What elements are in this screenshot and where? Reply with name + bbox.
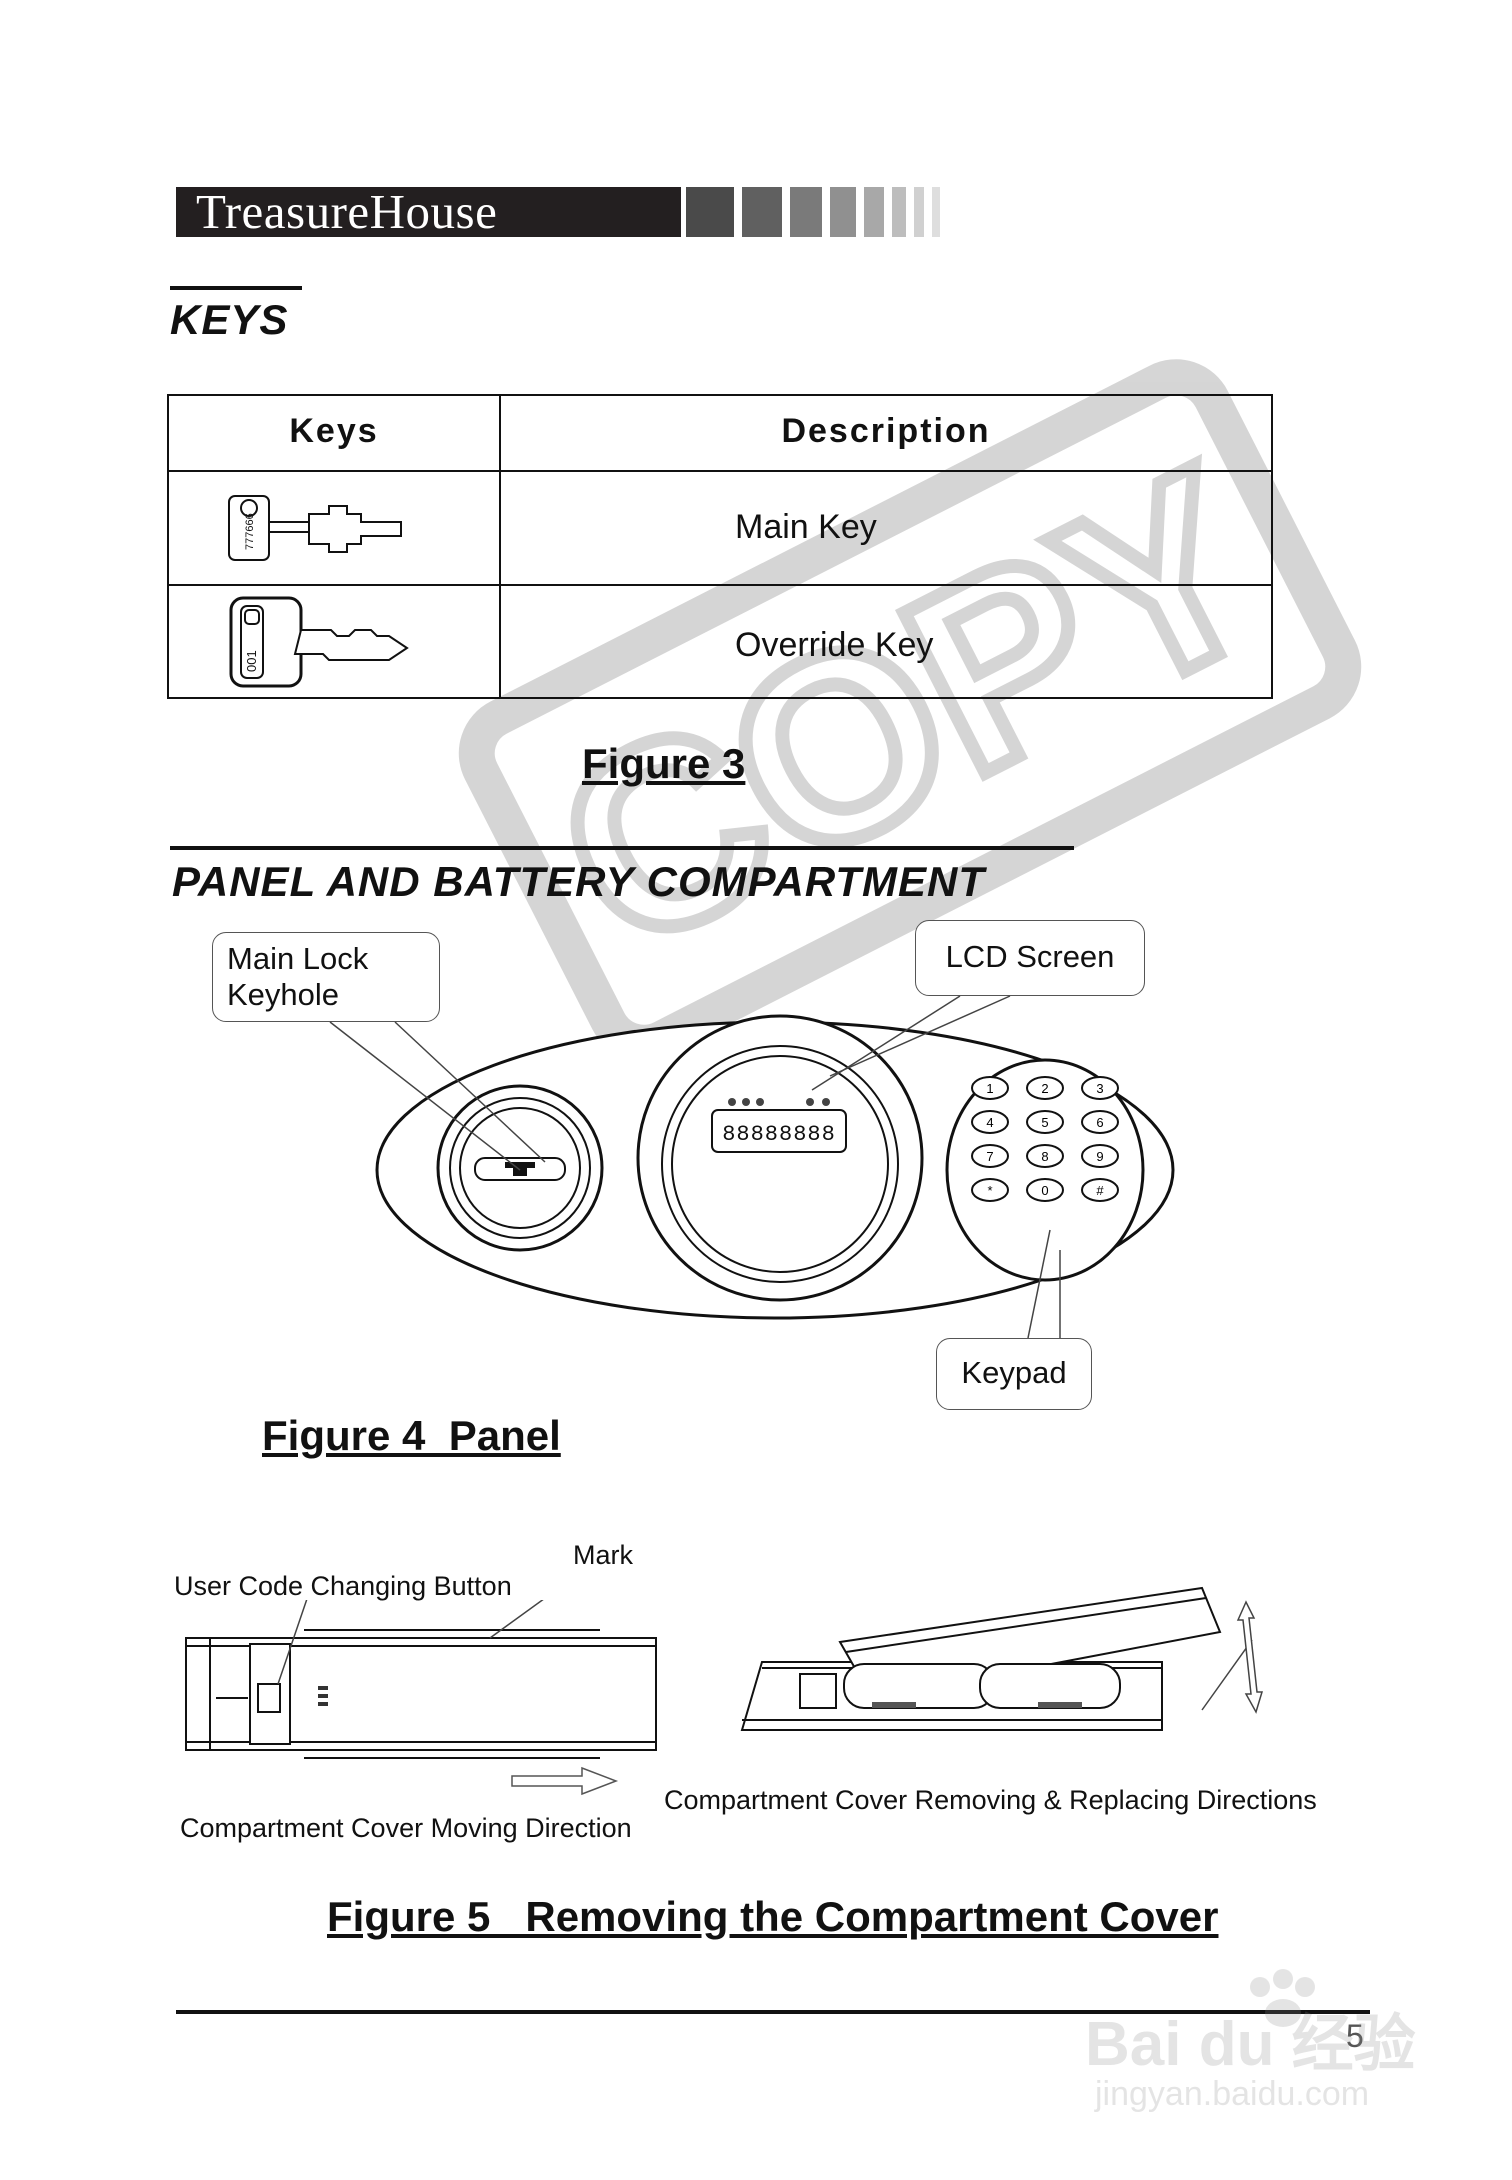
keypad-key-button[interactable] bbox=[1081, 1076, 1119, 1100]
column-header-keys: Keys bbox=[289, 412, 379, 450]
keypad-key-label: # bbox=[1096, 1183, 1104, 1198]
callout-main-lock-keyhole: Main Lock Keyhole bbox=[212, 932, 440, 1022]
keypad-key-label: 4 bbox=[986, 1115, 993, 1130]
svg-text:777666: 777666 bbox=[244, 513, 256, 550]
header-stripe bbox=[742, 187, 782, 237]
keypad-key-button[interactable] bbox=[1081, 1178, 1119, 1202]
table-column-divider bbox=[499, 396, 501, 697]
header-stripe bbox=[914, 187, 924, 237]
header-stripe bbox=[932, 187, 940, 237]
keypad-key-button[interactable] bbox=[1026, 1144, 1064, 1168]
panel-heading: PANEL AND BATTERY COMPARTMENT bbox=[172, 858, 986, 905]
column-header-description: Description bbox=[781, 412, 991, 450]
figure-4-caption: Figure 4 Panel bbox=[262, 1412, 561, 1459]
keypad-key-button[interactable] bbox=[971, 1076, 1009, 1100]
keypad-key-label: 3 bbox=[1096, 1081, 1103, 1096]
header-stripe bbox=[790, 187, 822, 237]
keypad-key-button[interactable] bbox=[1081, 1110, 1119, 1134]
svg-text:88888888: 88888888 bbox=[722, 1122, 836, 1147]
header-stripe bbox=[686, 187, 734, 237]
override-key-icon: 001 bbox=[229, 596, 409, 688]
description-main-key: Main Key bbox=[735, 508, 877, 546]
main-key-icon: 777666 bbox=[228, 495, 402, 561]
panel-heading-rule bbox=[170, 846, 1074, 850]
keypad-key-label: * bbox=[987, 1183, 992, 1198]
copy-watermark-stamp: COPY bbox=[458, 359, 1362, 1061]
baidu-jingyan-watermark: Bai du 经验 jingyan.baidu.com bbox=[1085, 1969, 1416, 2113]
keypad-key-label: 9 bbox=[1096, 1149, 1103, 1164]
keypad-key-button[interactable] bbox=[971, 1178, 1009, 1202]
svg-text:jingyan.baidu.com: jingyan.baidu.com bbox=[1094, 2075, 1369, 2113]
svg-text:001: 001 bbox=[244, 650, 259, 672]
lcd-screen bbox=[711, 1109, 847, 1153]
brand-logo-text: TreasureHouse bbox=[196, 184, 498, 239]
keypad-key-label: 1 bbox=[986, 1081, 993, 1096]
callout-lcd-screen: LCD Screen bbox=[915, 920, 1145, 996]
keys-table: Keys Description 777666 Main Key 001 Ove… bbox=[167, 394, 1273, 699]
keypad-key-button[interactable] bbox=[1081, 1144, 1119, 1168]
keypad-key-label: 2 bbox=[1041, 1081, 1048, 1096]
cover-moving-direction-arrow bbox=[511, 1766, 619, 1796]
figure-5-caption: Figure 5 Removing the Compartment Cover bbox=[327, 1893, 1219, 1940]
header-stripe bbox=[830, 187, 856, 237]
battery-compartment-closed-diagram bbox=[185, 1600, 657, 1759]
figure-3-caption: Figure 3 bbox=[582, 740, 746, 787]
table-header-divider bbox=[169, 470, 1271, 472]
keypad-key-button[interactable] bbox=[971, 1110, 1009, 1134]
header-stripe bbox=[892, 187, 906, 237]
keypad-key-label: 7 bbox=[986, 1149, 993, 1164]
page-number: 5 bbox=[1346, 2018, 1364, 2054]
keypad-key-label: 6 bbox=[1096, 1115, 1103, 1130]
keypad-key-label: 8 bbox=[1041, 1149, 1048, 1164]
svg-text:Bai du 经验: Bai du 经验 bbox=[1085, 2010, 1416, 2079]
battery-compartment-open-diagram bbox=[740, 1586, 1264, 1731]
safe-panel-diagram: 88888888 1 2 3 4 5 6 7 8 9 * 0 # bbox=[375, 1014, 1175, 1320]
keypad-key-label: 0 bbox=[1041, 1183, 1048, 1198]
brand-bar bbox=[176, 187, 681, 237]
label-cover-removing-directions: Compartment Cover Removing & Replacing D… bbox=[664, 1785, 1317, 1815]
keypad-key-button[interactable] bbox=[1026, 1178, 1064, 1202]
label-user-code-changing-button: User Code Changing Button bbox=[174, 1571, 512, 1601]
keypad-key-label: 5 bbox=[1041, 1115, 1048, 1130]
keys-heading-rule bbox=[170, 286, 302, 290]
keys-heading: KEYS bbox=[170, 296, 289, 343]
footer-rule bbox=[176, 2010, 1370, 2014]
keypad-key-button[interactable] bbox=[1026, 1076, 1064, 1100]
description-override-key: Override Key bbox=[735, 626, 934, 664]
header-stripe bbox=[864, 187, 884, 237]
label-mark: Mark bbox=[573, 1540, 633, 1570]
table-row-divider bbox=[169, 584, 1271, 586]
keypad-key-button[interactable] bbox=[971, 1144, 1009, 1168]
keypad-key-button[interactable] bbox=[1026, 1110, 1064, 1134]
label-cover-moving-direction: Compartment Cover Moving Direction bbox=[180, 1813, 632, 1843]
callout-keypad: Keypad bbox=[936, 1338, 1092, 1410]
